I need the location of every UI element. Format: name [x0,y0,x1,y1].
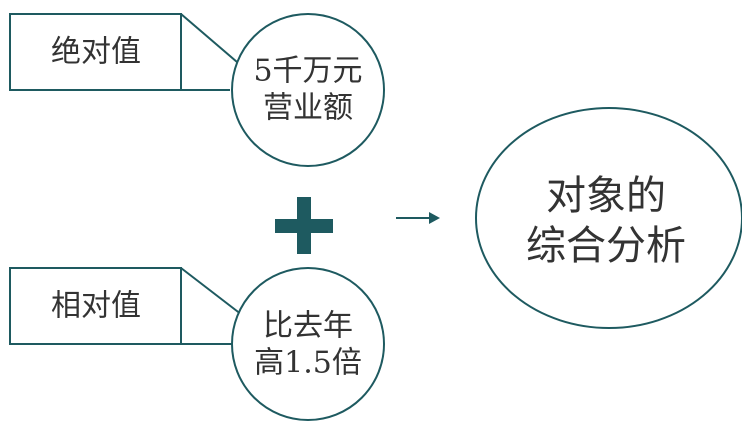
result-group: 对象的 综合分析 [475,107,742,329]
relative-connector-top [180,267,247,319]
relative-value-group: 相对值 比去年 高1.5倍 [9,267,385,421]
result-line-1: 对象的 [546,173,666,219]
relative-value-circle [231,267,385,421]
absolute-value-circle [231,13,385,167]
result-line-2: 综合分析 [526,223,686,269]
relative-circle-line-1: 比去年 [263,309,353,344]
arrow-icon [396,212,440,224]
result-ellipse [475,107,742,329]
absolute-value-label: 绝对值 [51,35,141,70]
relative-value-label: 相对值 [51,289,141,324]
absolute-connector-top [180,13,245,69]
relative-circle-line-2: 高1.5倍 [254,346,362,381]
absolute-value-box [9,13,182,91]
relative-value-box [9,267,182,345]
absolute-circle-line-2: 营业额 [263,91,353,126]
absolute-circle-line-1: 5千万元 [253,54,362,89]
absolute-value-group: 绝对值 5千万元 营业额 [9,13,385,167]
plus-icon [275,197,333,254]
